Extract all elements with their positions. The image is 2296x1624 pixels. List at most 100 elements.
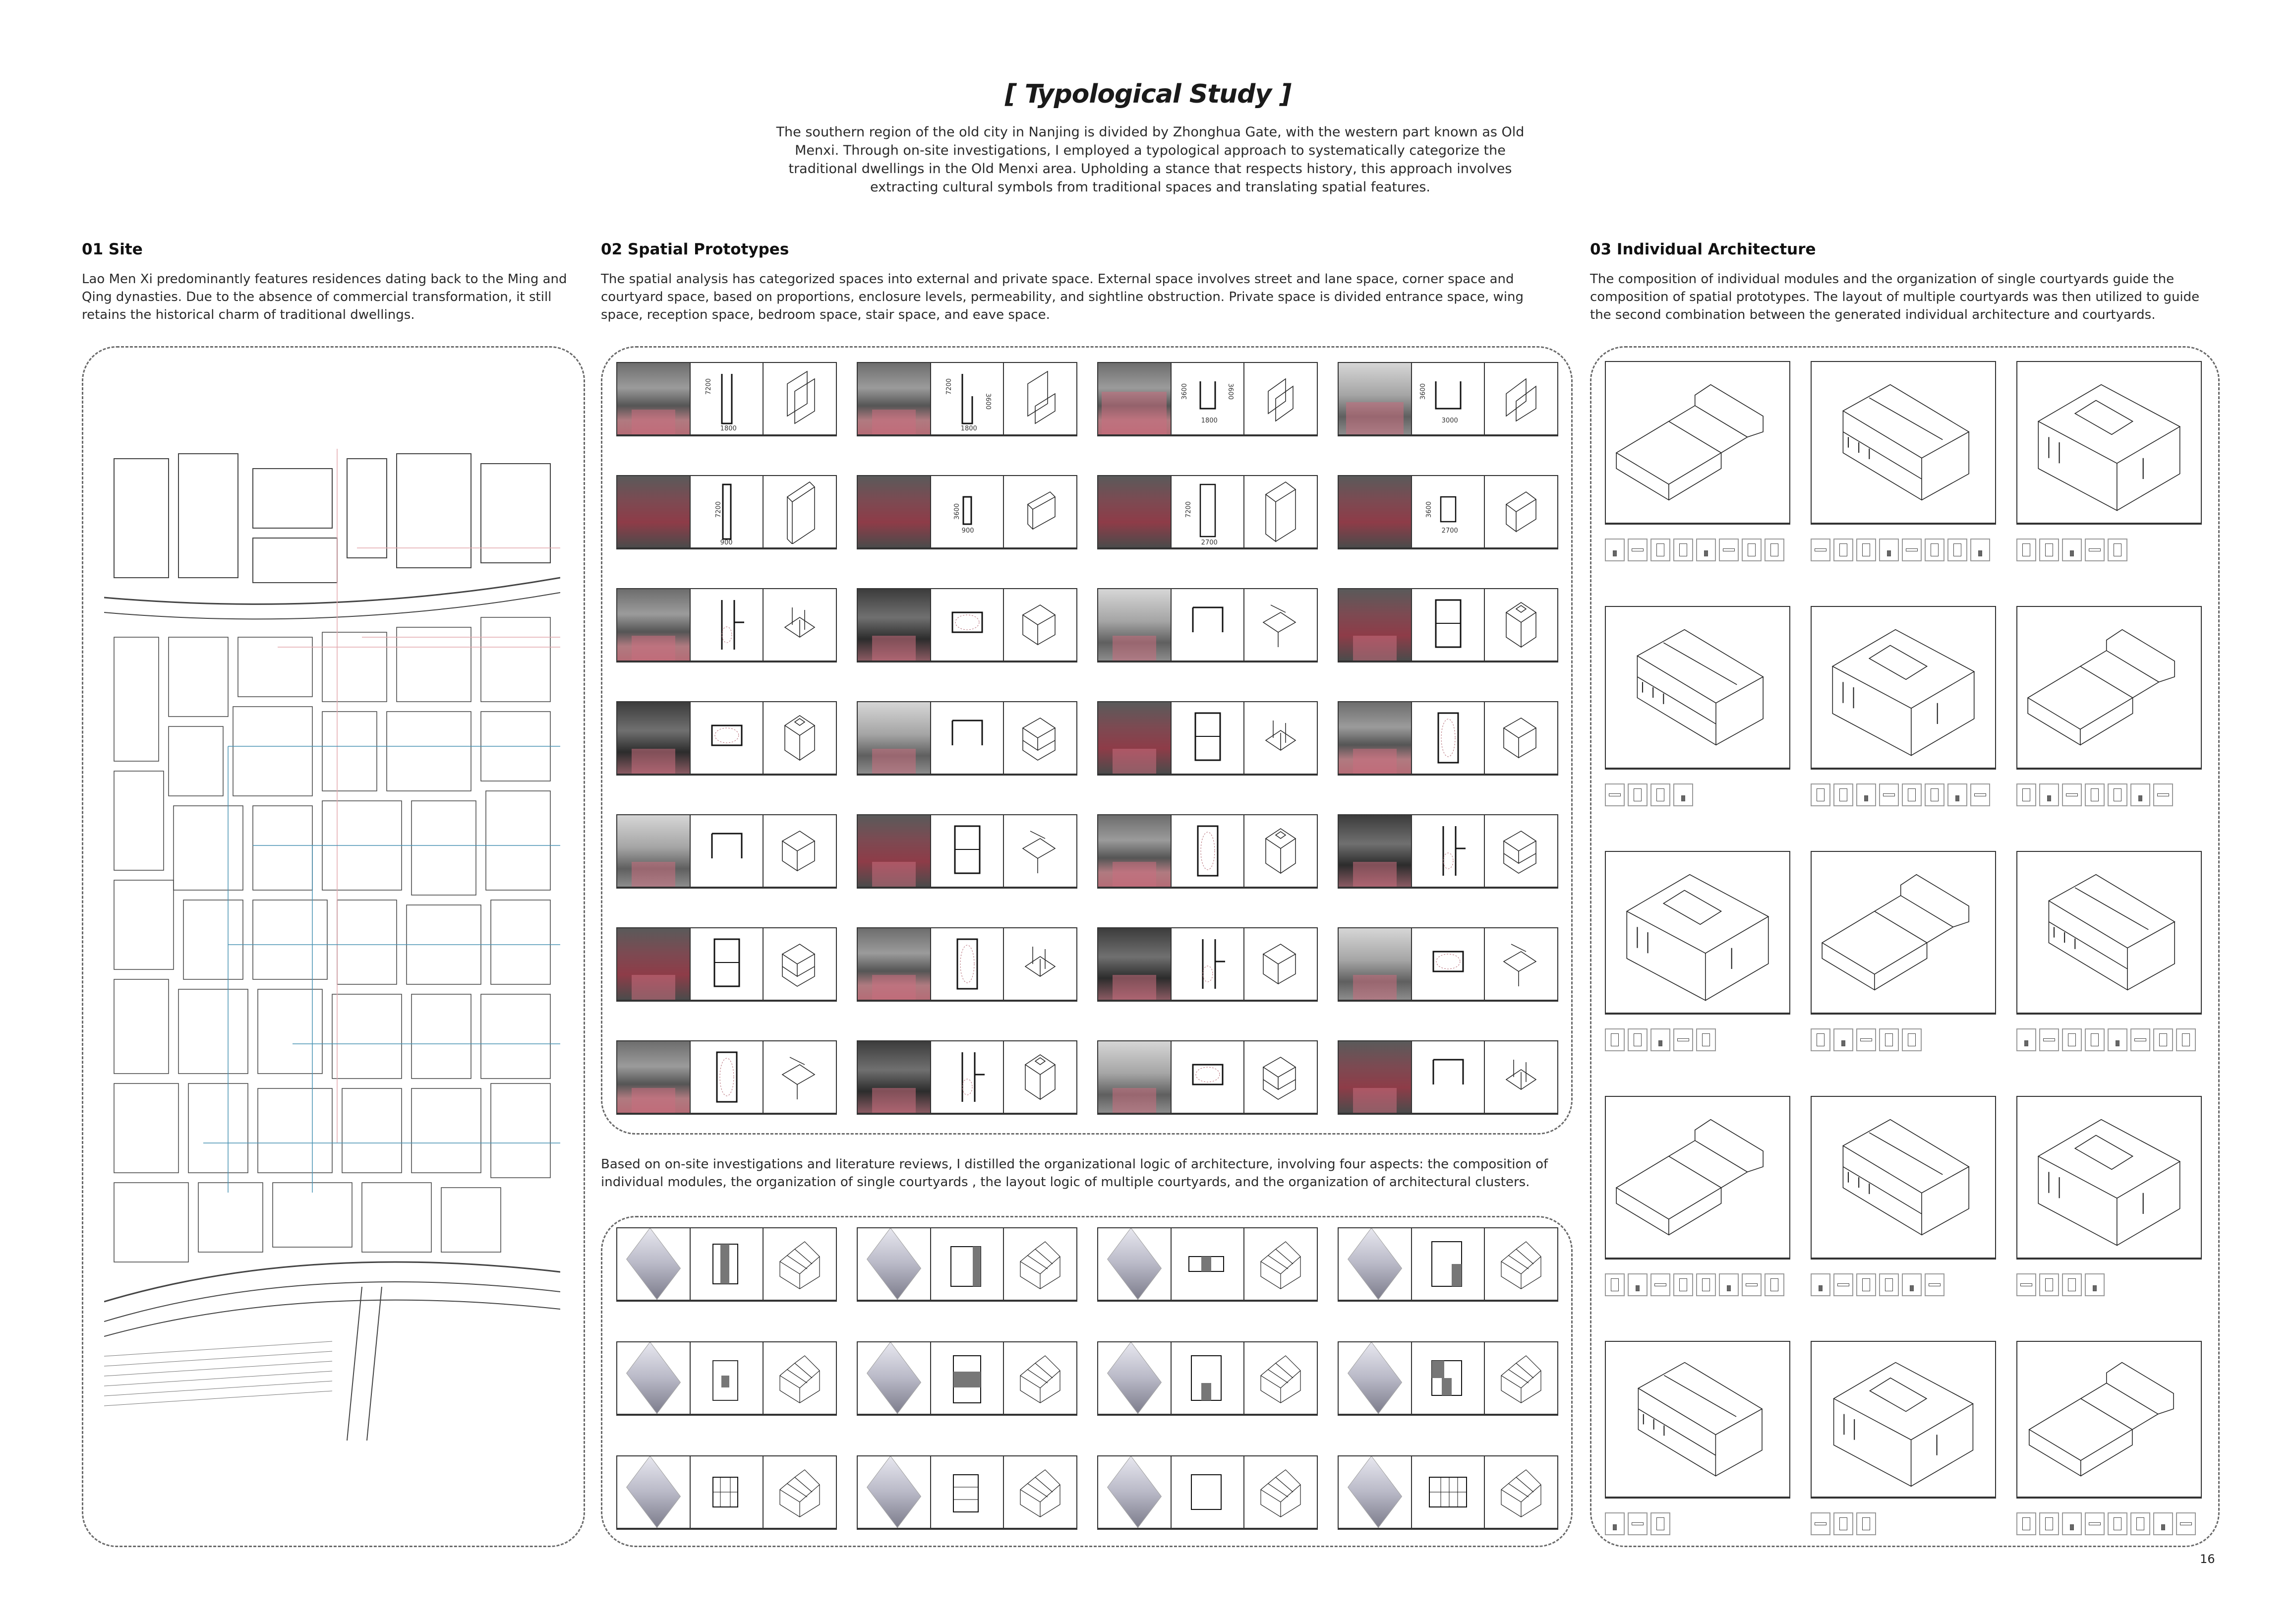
dimension-label: 3600	[984, 393, 992, 410]
site-photo	[858, 702, 931, 774]
prototype-tile	[2108, 1028, 2127, 1051]
prototype-tiles	[1605, 1273, 1784, 1296]
site-photo	[1339, 476, 1412, 547]
prototype-tile	[1947, 783, 1967, 806]
courtyard-plan-diagram	[1172, 1342, 1245, 1414]
plan-icon	[951, 611, 983, 633]
building-axonometric-icon	[2028, 1362, 2174, 1477]
plan-icon	[713, 938, 740, 987]
prototype-tiles	[2016, 783, 2173, 806]
rendered-massing	[1339, 1342, 1412, 1414]
logic-card	[1338, 1227, 1558, 1302]
prototype-tile	[1811, 1028, 1830, 1051]
prototype-tile	[1833, 783, 1853, 806]
site-photo	[858, 1041, 931, 1113]
prototype-tile	[1719, 539, 1739, 561]
prototype-tile	[1856, 539, 1876, 561]
prototype-tile	[2016, 539, 2036, 561]
prototype-tile	[1742, 1273, 1762, 1296]
site-photo	[617, 928, 691, 1000]
architecture-axonometric	[2016, 851, 2202, 1015]
prototype-tile	[1765, 1273, 1784, 1296]
prototype-card	[1338, 588, 1558, 662]
prototype-tiles	[2016, 539, 2127, 561]
prototype-card	[857, 927, 1077, 1002]
prototype-tile	[2039, 783, 2059, 806]
dimension-label: 1800	[720, 425, 737, 432]
axonometric-icon	[1262, 604, 1296, 647]
prototype-card	[616, 701, 837, 776]
prototype-tile	[1925, 1273, 1944, 1296]
site-photo	[617, 815, 691, 887]
site-photo	[858, 363, 931, 434]
architecture-axonometric	[2016, 1096, 2202, 1260]
dimension-label: 7200	[1184, 501, 1192, 518]
prototypes-description: The spatial analysis has categorized spa…	[601, 272, 1524, 322]
prototype-card: 7200 900	[616, 475, 837, 549]
site-photo	[1098, 702, 1172, 774]
prototype-card	[857, 701, 1077, 776]
courtyard-plan-diagram	[1412, 1342, 1485, 1414]
site-photo	[617, 702, 691, 774]
rendered-massing	[1339, 1228, 1412, 1300]
axonometric-diagram	[1244, 928, 1317, 1000]
wireframe-massing	[1485, 1342, 1557, 1414]
site-photo	[1098, 476, 1172, 547]
plan-diagram: 7200 3600 1800	[931, 363, 1004, 434]
logic-card	[1338, 1455, 1558, 1530]
wireframe-massing	[764, 1228, 836, 1300]
rendered-massing	[617, 1456, 691, 1528]
axonometric-icon	[784, 607, 816, 638]
prototype-tile	[1719, 1273, 1739, 1296]
axonometric-diagram	[1004, 363, 1076, 434]
plan-icon	[721, 600, 744, 650]
building-axonometric-icon	[1831, 629, 1975, 756]
prototype-tile	[1902, 783, 1922, 806]
axonometric-icon	[1262, 944, 1296, 985]
logic-card	[1097, 1455, 1318, 1530]
prototype-tile	[1628, 1273, 1648, 1296]
site-photo	[1098, 928, 1172, 1000]
u-plan-icon	[1199, 381, 1216, 410]
axonometric-diagram	[1244, 476, 1317, 547]
courtyard-plan-diagram	[1172, 1228, 1245, 1300]
prototype-tile	[2016, 1512, 2036, 1535]
site-photo	[617, 1041, 691, 1113]
architecture-axonometric	[2016, 1341, 2202, 1499]
axonometric-diagram	[764, 1041, 836, 1113]
plan-diagram: 7200 1800	[691, 363, 764, 434]
courtyard-plan-diagram	[1412, 1228, 1485, 1300]
dimension-label: 3600	[1425, 501, 1433, 518]
courtyard-plan-diagram	[691, 1342, 764, 1414]
wireframe-massing	[1004, 1342, 1076, 1414]
architecture-axonometric	[1811, 361, 1996, 525]
wide-channel-icon	[1506, 378, 1536, 422]
prototypes-panel	[601, 346, 1573, 1135]
u-plan-icon	[1435, 381, 1461, 410]
building-axonometric-icon	[1832, 1362, 1974, 1487]
courtyard-plan-diagram	[931, 1228, 1004, 1300]
prototype-card	[857, 1040, 1077, 1115]
roof-wireframe-icon	[779, 1355, 820, 1403]
axonometric-icon	[1503, 831, 1537, 874]
prototype-tile	[2062, 1028, 2082, 1051]
courtyard-plan-diagram	[931, 1456, 1004, 1528]
prototype-tile	[1879, 1028, 1899, 1051]
prototype-card	[1338, 927, 1558, 1002]
prototypes-heading: 02 Spatial Prototypes	[601, 241, 789, 258]
prototype-card	[1097, 1040, 1318, 1115]
prototype-tile	[1970, 783, 1990, 806]
dimension-label: 7200	[705, 378, 712, 395]
organizational-logic-panel	[601, 1216, 1573, 1547]
axonometric-icon	[784, 715, 816, 761]
axonometric-icon	[1024, 947, 1056, 977]
dimension-label: 3600	[1227, 383, 1235, 400]
prototype-tile	[1628, 539, 1648, 561]
building-axonometric-icon	[2048, 874, 2176, 991]
site-photo	[1098, 363, 1172, 434]
courtyard-plan-icon	[953, 1355, 981, 1403]
dimension-label: 1800	[1201, 417, 1218, 424]
rendered-massing	[858, 1228, 931, 1300]
plan-icon	[1192, 1064, 1223, 1085]
architecture-axonometric	[1811, 1341, 1996, 1499]
